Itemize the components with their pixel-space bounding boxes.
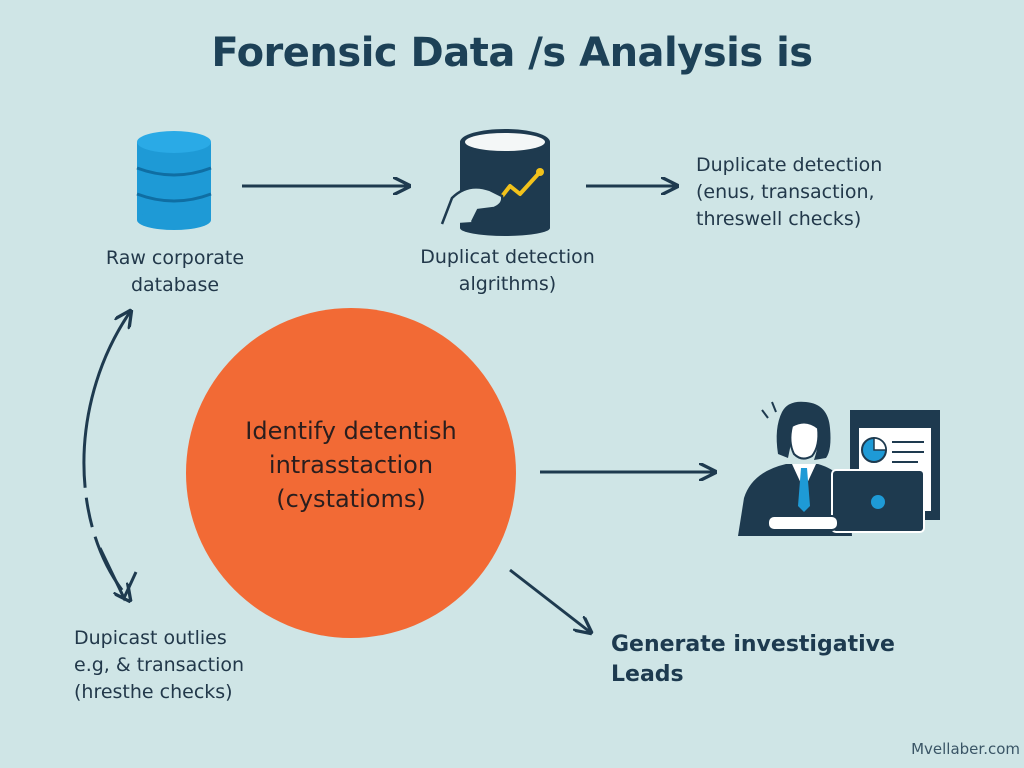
algo-line2: algrithms) — [458, 273, 557, 295]
raw-db-line2: database — [130, 274, 220, 296]
leads-line1: Generate investigative — [611, 632, 895, 657]
analytics-cylinder-icon — [440, 129, 550, 236]
dup-line1: Duplicate detection — [696, 154, 883, 176]
center-line1: Identify detentish — [245, 417, 457, 445]
center-line2: intrasstaction — [268, 451, 434, 479]
node-raw-database-label: Raw corporate database — [60, 245, 290, 299]
node-algorithms-label: Duplicat detection algrithms) — [390, 244, 625, 298]
outliers-line2: e.g, & transaction — [74, 654, 245, 676]
node-outliers-label: Dupicast outlies e.g, & transaction (hre… — [74, 625, 314, 706]
dup-line3: threswell checks) — [696, 208, 862, 230]
center-line3: (cystatioms) — [276, 485, 426, 513]
outliers-line1: Dupicast outlies — [74, 627, 227, 649]
center-circle-node: Identify detentish intrasstaction (cysta… — [186, 308, 516, 638]
diagram-title: Forensic Data /s Analysis is — [211, 30, 813, 76]
arrow-loop-outliers-to-db — [82, 312, 130, 590]
outliers-line3: (hresthe checks) — [74, 681, 233, 703]
center-circle-text: Identify detentish intrasstaction (cysta… — [216, 414, 486, 516]
leads-line2: Leads — [611, 662, 684, 687]
node-duplicate-detection-label: Duplicate detection (enus, transaction, … — [696, 152, 956, 233]
analyst-laptop-icon — [738, 401, 940, 536]
watermark-text: Mvellaber.com — [911, 740, 1020, 758]
node-leads-label: Generate investigative Leads — [611, 630, 911, 690]
database-icon — [136, 131, 212, 230]
arrow-circle-to-leads — [509, 568, 590, 632]
dup-line2: (enus, transaction, — [696, 181, 875, 203]
raw-db-line1: Raw corporate — [105, 247, 245, 269]
algo-line1: Duplicat detection — [420, 246, 595, 268]
